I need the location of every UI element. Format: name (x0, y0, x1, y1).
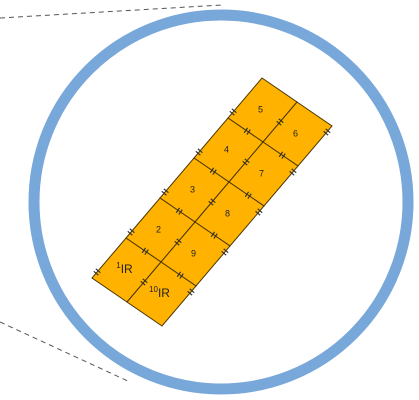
panel-label-2: 2 (156, 224, 161, 234)
connector-mark (141, 247, 147, 254)
connector-mark (246, 129, 251, 135)
connector-mark (95, 268, 101, 274)
connector-mark (247, 193, 252, 199)
connector-mark (176, 271, 182, 278)
connector-mark (212, 169, 217, 175)
connector-mark (174, 240, 180, 246)
panel-label-10IR: 10IR (149, 285, 170, 300)
panel-array: 5 6 4 7 3 8 2 9 1IR 10IR (91, 77, 333, 327)
connector-mark (244, 158, 250, 164)
connector-mark (93, 270, 99, 276)
connector-mark (243, 127, 249, 134)
panel-label-4: 4 (224, 144, 229, 154)
connector-mark (223, 248, 229, 254)
panel-label-8: 8 (225, 208, 230, 218)
connector-mark (255, 210, 261, 216)
connector-mark (229, 110, 235, 116)
connector-mark (175, 207, 181, 214)
connector-mark (129, 228, 135, 234)
panel-10IR (126, 261, 197, 327)
connector-mark (142, 278, 148, 284)
panel-label-7: 7 (259, 168, 264, 178)
connector-mark (179, 273, 184, 279)
connector-mark (242, 160, 248, 166)
connector-mark (140, 280, 146, 286)
connector-mark (209, 167, 215, 174)
panel-label-1IR: 1IR (116, 261, 133, 276)
connector-mark (210, 198, 216, 204)
panel-label-9: 9 (191, 248, 196, 258)
connector-mark (323, 130, 329, 136)
connector-mark (325, 128, 331, 134)
panel-label-6: 6 (293, 128, 298, 138)
connector-mark (278, 151, 284, 158)
panel-label-3: 3 (190, 184, 195, 194)
connector-mark (178, 209, 183, 215)
connector-mark (187, 290, 193, 296)
connector-mark (276, 120, 282, 126)
connector-mark (195, 150, 201, 156)
connector-mark (127, 230, 133, 236)
connector-mark (281, 153, 286, 159)
connector-mark (257, 208, 263, 214)
connector-mark (176, 238, 182, 244)
connector-mark (221, 250, 227, 256)
leader-line-bottom (0, 321, 131, 383)
connector-mark (161, 190, 167, 196)
connector-mark (278, 118, 284, 124)
connector-mark (210, 231, 216, 238)
panel-label-5: 5 (258, 104, 263, 114)
leader-line-top (0, 4, 223, 19)
connector-mark (231, 108, 237, 114)
connector-mark (213, 233, 218, 239)
connector-mark (144, 249, 149, 255)
connector-mark (208, 200, 214, 206)
connector-mark (197, 148, 203, 154)
connector-mark (289, 170, 295, 176)
connector-mark (189, 288, 195, 294)
connector-mark (291, 168, 297, 174)
connector-mark (163, 188, 169, 194)
connector-mark (244, 191, 250, 198)
